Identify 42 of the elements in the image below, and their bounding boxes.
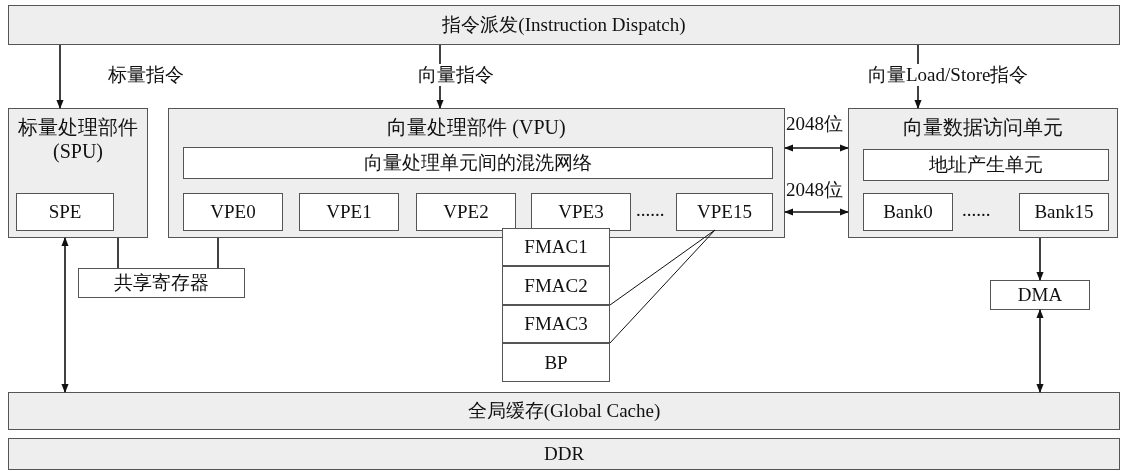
ellipsis: ...... <box>962 199 991 221</box>
process-box: DMA <box>990 280 1090 310</box>
process-box: Bank15 <box>1019 193 1109 231</box>
process-box: VPE1 <box>299 193 399 231</box>
process-box: VPE3 <box>531 193 631 231</box>
connector-line <box>609 229 716 306</box>
unit-panel <box>8 108 148 238</box>
edge-label: 2048位 <box>786 113 843 135</box>
process-box: FMAC3 <box>502 305 610 343</box>
dispatch-band: 指令派发(Instruction Dispatch) <box>8 5 1120 45</box>
arrow <box>61 237 69 393</box>
process-box: VPE2 <box>416 193 516 231</box>
process-box: 地址产生单元 <box>863 149 1109 181</box>
connector-line <box>117 237 119 269</box>
process-box: Bank0 <box>863 193 953 231</box>
process-box: SPE <box>16 193 114 231</box>
edge-label: 向量指令 <box>418 64 494 86</box>
connector-line <box>609 229 716 344</box>
process-box: VPE15 <box>676 193 773 231</box>
edge-label: 2048位 <box>786 179 843 201</box>
unit-panel <box>848 108 1118 238</box>
process-box: BP <box>502 343 610 382</box>
panel-title: 向量数据访问单元 <box>903 115 1063 139</box>
unit-panel <box>168 108 785 238</box>
process-box: 共享寄存器 <box>78 268 245 298</box>
cache-band: 全局缓存(Global Cache) <box>8 392 1120 430</box>
arrow <box>784 144 849 152</box>
edge-label: 向量Load/Store指令 <box>868 64 1029 86</box>
arrow <box>1036 309 1044 393</box>
panel-title: 向量处理部件 (VPU) <box>387 115 566 139</box>
edge-label: 标量指令 <box>108 64 184 86</box>
connector-line <box>217 237 219 269</box>
process-box: VPE0 <box>183 193 283 231</box>
arrow <box>784 208 849 216</box>
panel-title: 标量处理部件 (SPU) <box>17 115 139 163</box>
process-box: 向量处理单元间的混洗网络 <box>183 147 773 179</box>
memory-band: DDR <box>8 438 1120 470</box>
arrow <box>1036 237 1044 281</box>
ellipsis: ...... <box>636 199 665 221</box>
process-box: FMAC2 <box>502 266 610 305</box>
process-box: FMAC1 <box>502 228 610 266</box>
arrow <box>56 44 64 109</box>
